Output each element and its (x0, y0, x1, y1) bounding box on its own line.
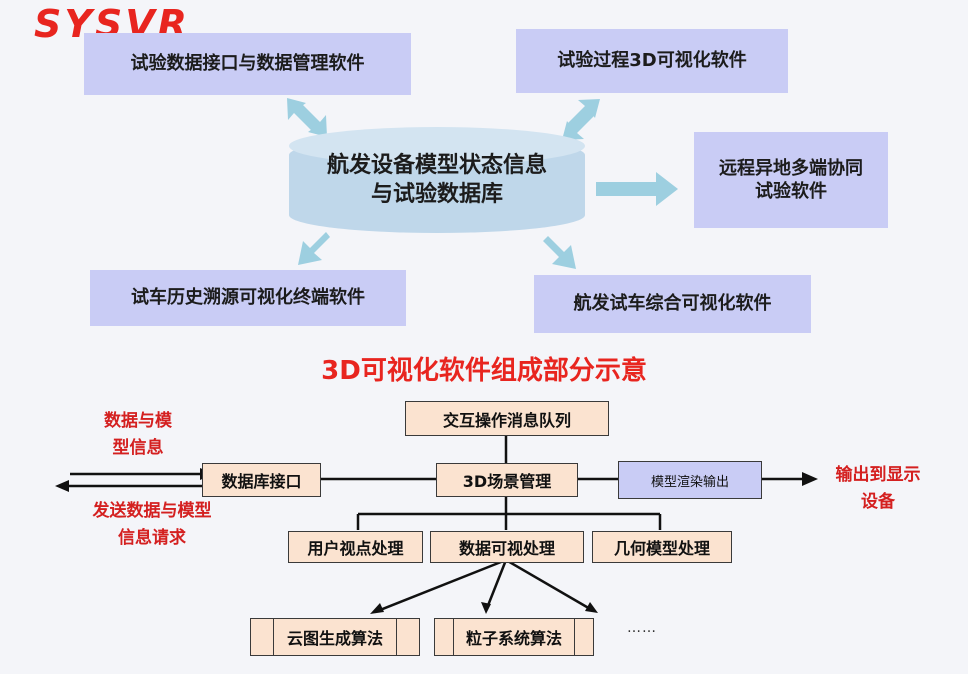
left-top-label: 数据与模 型信息 (88, 408, 188, 462)
remote-collab-box: 远程异地多端协同 试验软件 (694, 132, 888, 228)
geometry-box: 几何模型处理 (592, 531, 732, 563)
left-bottom-label-line1: 发送数据与模型 (92, 501, 212, 521)
data-visual-box: 数据可视处理 (430, 531, 584, 563)
message-queue-label: 交互操作消息队列 (442, 410, 571, 430)
right-output-label-line2: 设备 (861, 492, 895, 513)
arrow-db-to-history (298, 232, 330, 265)
message-queue-box: 交互操作消息队列 (405, 401, 609, 436)
particle-bar-left (453, 619, 454, 655)
arrow-db-to-interface (287, 98, 327, 137)
remote-collab-label-2: 试验软件 (755, 181, 827, 202)
cloud-map-bar-right (396, 619, 397, 655)
cloud-map-bar-left (273, 619, 274, 655)
right-output-label-line1: 输出到显示 (835, 465, 921, 485)
db-interface-box: 数据库接口 (202, 463, 321, 497)
ellipsis: …… (627, 620, 657, 636)
viewpoint-box: 用户视点处理 (288, 531, 423, 563)
data-interface-label: 试验数据接口与数据管理软件 (130, 53, 365, 75)
left-bottom-label-line2: 信息请求 (118, 528, 186, 549)
database-label: 航发设备模型状态信息 与试验数据库 (289, 152, 585, 209)
comprehensive-box: 航发试车综合可视化软件 (534, 275, 811, 333)
viewpoint-label: 用户视点处理 (307, 539, 404, 558)
render-output-box: 模型渲染输出 (618, 461, 762, 499)
left-top-label-line1: 数据与模 (104, 411, 172, 431)
process-3d-label: 试验过程3D可视化软件 (557, 50, 747, 72)
arrow-db-to-process3d (562, 99, 600, 140)
database-label-line2: 与试验数据库 (370, 181, 503, 207)
particle-bar-right (574, 619, 575, 655)
scene-management-box: 3D场景管理 (436, 463, 578, 497)
right-output-label: 输出到显示 设备 (818, 462, 938, 516)
particle-box: 粒子系统算法 (434, 618, 594, 656)
left-bottom-label: 发送数据与模型 信息请求 (72, 498, 232, 552)
db-interface-label: 数据库接口 (221, 472, 302, 491)
cloud-map-label: 云图生成算法 (286, 629, 383, 648)
cloud-map-box: 云图生成算法 (250, 618, 420, 656)
particle-label: 粒子系统算法 (465, 629, 562, 648)
render-output-label: 模型渲染输出 (650, 474, 729, 490)
data-visual-label: 数据可视处理 (458, 539, 555, 558)
geometry-label: 几何模型处理 (613, 539, 710, 558)
database-cylinder-top (289, 127, 585, 165)
history-trace-box: 试车历史溯源可视化终端软件 (90, 270, 406, 326)
arrow-db-to-comprehensive (543, 236, 576, 269)
scene-management-label: 3D场景管理 (462, 472, 552, 491)
comprehensive-label: 航发试车综合可视化软件 (573, 293, 772, 315)
data-interface-box: 试验数据接口与数据管理软件 (84, 33, 411, 95)
arrow-db-to-remote (596, 172, 678, 206)
section-title: 3D可视化软件组成部分示意 (321, 356, 647, 386)
left-top-label-line2: 型信息 (112, 438, 164, 459)
remote-collab-label-1: 远程异地多端协同 (719, 157, 863, 179)
process-3d-box: 试验过程3D可视化软件 (516, 29, 788, 93)
database-label-line1: 航发设备模型状态信息 (326, 153, 547, 178)
history-trace-label: 试车历史溯源可视化终端软件 (131, 287, 365, 309)
